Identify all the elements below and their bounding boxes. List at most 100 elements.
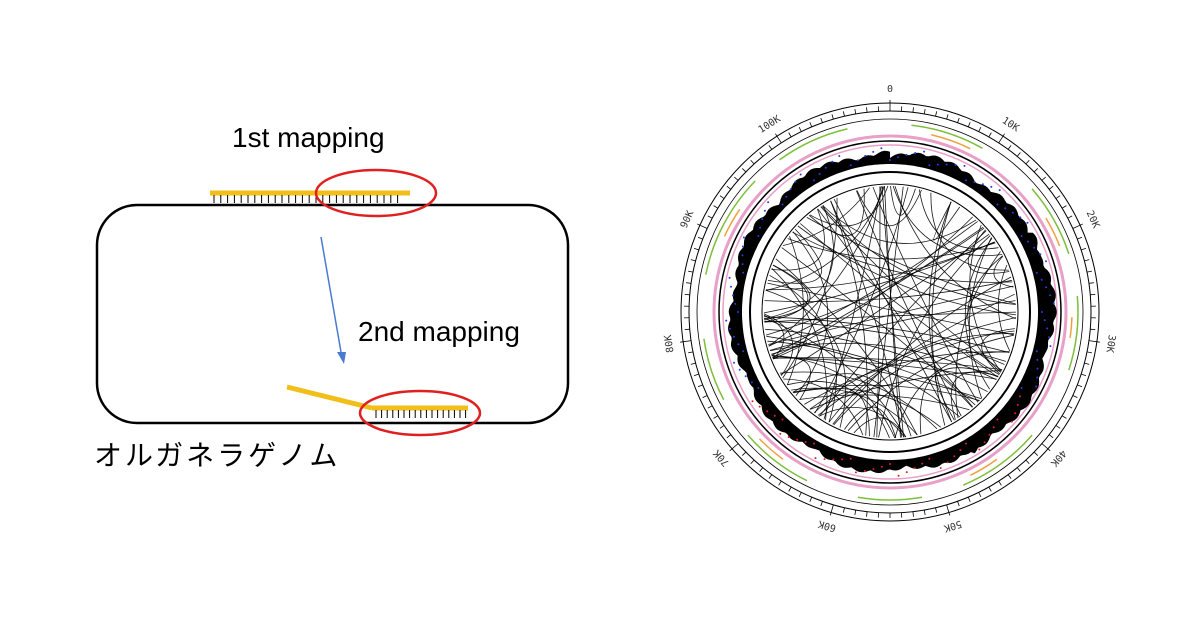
minor-tick (1081, 373, 1087, 377)
variant-mark (785, 195, 788, 198)
variant-mark (936, 163, 939, 166)
minor-tick (750, 459, 755, 465)
minor-tick (1007, 145, 1012, 150)
minor-tick (809, 122, 813, 128)
variant-mark (921, 462, 924, 465)
variant-mark (959, 449, 962, 452)
variant-mark (981, 183, 984, 186)
variant-mark (856, 159, 859, 162)
link-chord (792, 384, 980, 401)
tick-label: 70K (712, 447, 732, 468)
minor-tick (719, 425, 725, 429)
link-chord (767, 340, 961, 418)
track-boundary (718, 140, 1062, 484)
minor-tick (759, 152, 764, 157)
variant-mark (814, 457, 817, 460)
minor-tick (1081, 247, 1087, 251)
variant-mark (818, 172, 821, 175)
minor-tick (768, 474, 773, 479)
link-chord (993, 255, 1014, 288)
minor-tick (842, 507, 845, 513)
minor-tick (741, 168, 747, 173)
scale-ticks (680, 100, 1100, 518)
tick-label: 40K (1048, 447, 1068, 468)
minor-tick (1086, 351, 1092, 354)
link-chord (763, 241, 995, 314)
variant-mark (923, 150, 926, 153)
minor-tick (946, 114, 949, 120)
link-chord (998, 264, 1011, 352)
variant-mark (766, 410, 769, 413)
variant-mark (990, 185, 993, 188)
link-chord (782, 187, 870, 246)
link-chord (919, 367, 999, 435)
minor-tick (702, 395, 708, 398)
variant-mark (741, 245, 744, 248)
link-chord (764, 279, 1012, 302)
variant-mark (1039, 253, 1042, 256)
link-chord (771, 268, 828, 421)
variant-mark (1036, 367, 1039, 370)
green-feature-arc (857, 496, 923, 501)
link-chord (767, 282, 1014, 336)
variant-mark (864, 154, 867, 157)
minor-tick (967, 122, 971, 128)
link-chord (823, 186, 882, 420)
minor-tick (1016, 467, 1021, 472)
green-feature-arc (1068, 295, 1079, 371)
minor-tick (1025, 159, 1030, 165)
minor-tick (707, 215, 713, 219)
scale-rings (680, 102, 1100, 522)
link-chord (792, 231, 829, 397)
minor-tick (809, 496, 813, 502)
link-chord (764, 264, 809, 323)
minor-tick (967, 496, 971, 502)
variant-mark (1036, 358, 1039, 361)
minor-tick (912, 107, 914, 113)
minor-tick (988, 486, 992, 492)
variant-mark (737, 311, 739, 313)
minor-tick (1067, 405, 1073, 409)
minor-tick (1067, 215, 1073, 219)
remapping-arrow (320, 236, 346, 364)
inner-ring (749, 171, 1031, 453)
minor-tick (978, 126, 982, 132)
variant-mark (728, 327, 731, 330)
variant-mark (730, 285, 732, 288)
link-chord (872, 186, 979, 403)
link-chord (768, 186, 884, 347)
minor-tick (697, 236, 703, 240)
minor-tick (1055, 195, 1061, 199)
minor-tick (912, 511, 914, 517)
link-chord (967, 229, 1010, 274)
variant-mark (725, 319, 728, 322)
link-chord (804, 351, 1010, 405)
variant-mark (1016, 403, 1019, 406)
link-chord (787, 238, 996, 260)
link-chord (769, 341, 807, 360)
minor-tick (866, 511, 868, 517)
variant-mark (905, 471, 908, 474)
variant-mark (750, 381, 753, 384)
orange-feature-arc (758, 438, 784, 460)
variant-mark (804, 441, 807, 443)
minor-tick (1061, 205, 1067, 209)
minor-tick (686, 282, 692, 284)
variant-mark (905, 153, 908, 156)
second-mapping-read (286, 384, 468, 418)
variant-mark (824, 166, 827, 169)
minor-tick (726, 434, 732, 439)
link-chord (809, 317, 1016, 410)
minor-tick (693, 373, 699, 377)
variant-mark (1049, 294, 1052, 297)
link-chord (770, 342, 997, 380)
variant-mark (965, 442, 967, 445)
link-chord (833, 330, 1015, 426)
variant-mark (789, 188, 792, 191)
minor-tick (1016, 152, 1021, 157)
link-chord (918, 189, 999, 250)
organelle-genome-label: オルガネラゲノム (94, 439, 341, 472)
variant-mark (1010, 420, 1013, 423)
link-chord (950, 371, 999, 420)
minor-tick (923, 509, 926, 516)
